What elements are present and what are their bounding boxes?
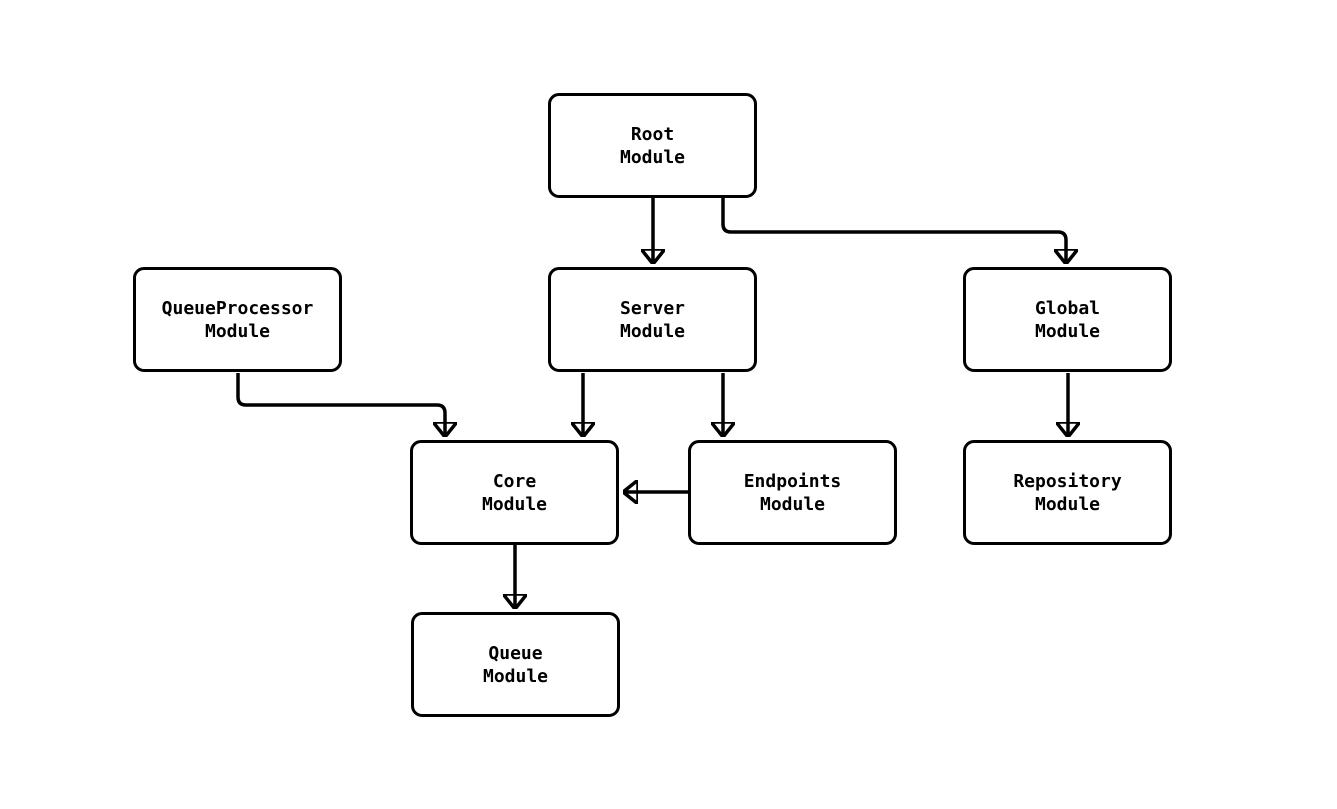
node-label-line: Module: [759, 493, 826, 515]
node-label-line: Module: [619, 146, 686, 168]
node-label-line: Server: [619, 297, 686, 319]
node-label-line: Core: [492, 470, 537, 492]
node-queueprocessor-module: QueueProcessor Module: [133, 267, 342, 372]
node-label-line: Root: [630, 123, 675, 145]
node-core-module: Core Module: [410, 440, 619, 545]
edge-root-to-global: [721, 198, 1066, 263]
node-label-line: Module: [1034, 493, 1101, 515]
node-label-line: Module: [204, 320, 271, 342]
node-root-module: Root Module: [548, 93, 757, 198]
node-label-line: Global: [1034, 297, 1101, 319]
node-label-line: QueueProcessor: [161, 297, 314, 319]
node-endpoints-module: Endpoints Module: [688, 440, 897, 545]
edge-queueprocessor-to-core: [236, 373, 445, 436]
node-label-line: Repository: [1013, 470, 1122, 492]
node-queue-module: Queue Module: [411, 612, 620, 717]
node-label-line: Endpoints: [743, 470, 842, 492]
node-label-line: Module: [482, 665, 549, 687]
node-label-line: Queue: [488, 642, 543, 664]
node-label-line: Module: [1034, 320, 1101, 342]
node-label-line: Module: [481, 493, 548, 515]
node-repository-module: Repository Module: [963, 440, 1172, 545]
node-server-module: Server Module: [548, 267, 757, 372]
node-global-module: Global Module: [963, 267, 1172, 372]
node-label-line: Module: [619, 320, 686, 342]
